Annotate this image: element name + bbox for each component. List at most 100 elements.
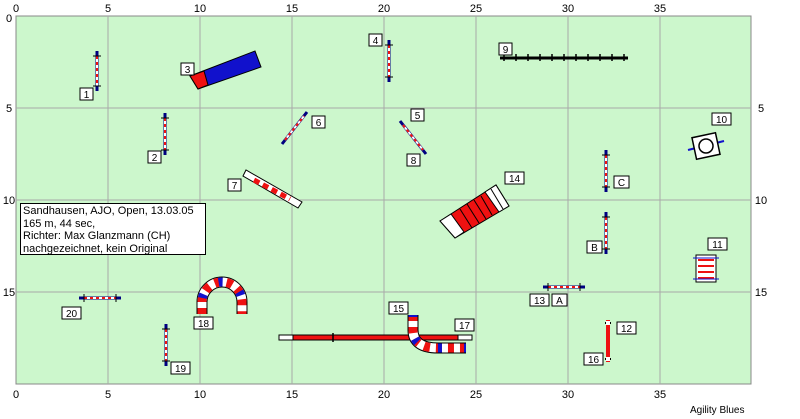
- tick-label: 10: [3, 195, 15, 207]
- label-box: [61, 306, 82, 320]
- tick-label: 15: [286, 3, 298, 15]
- label-box: [616, 321, 637, 335]
- tick-label: 20: [378, 3, 390, 15]
- obstacle-b-jump: [602, 212, 610, 254]
- tick-label: 15: [3, 287, 15, 299]
- tick-label: 5: [6, 103, 12, 115]
- obstacle-number: 12: [621, 324, 633, 335]
- obstacle-number: 5: [415, 111, 421, 122]
- obstacle-5-8-jump: [398, 120, 428, 155]
- obstacle-1-jump: [93, 51, 101, 91]
- obstacle-number: 8: [411, 156, 417, 167]
- obstacle-18-curved-tunnel: [196, 276, 248, 314]
- info-line: 165 m, 44 sec,: [23, 217, 96, 230]
- obstacle-12-16-jump: [605, 320, 611, 362]
- obstacle-number: 7: [232, 181, 238, 192]
- obstacle-11-long-jump: [693, 254, 719, 283]
- obstacle-number: 4: [373, 36, 379, 47]
- obstacle-9-weave-poles: [500, 54, 628, 61]
- label-box: [583, 352, 604, 366]
- obstacle-number: 17: [459, 321, 471, 332]
- obstacle-number: 14: [509, 174, 521, 185]
- info-line: Richter: Max Glanzmann (CH): [23, 230, 171, 243]
- label-box: [707, 237, 728, 251]
- obstacle-13-a-jump: [543, 283, 585, 291]
- obstacle-number: 13: [534, 296, 546, 307]
- obstacle-17-dog-walk: [278, 333, 473, 342]
- label-box: [410, 108, 425, 122]
- label-box: [170, 361, 191, 375]
- bottom-axis: 0 5 10 15 20 25 30 35: [13, 389, 666, 401]
- label-box: [180, 62, 195, 76]
- obstacle-2-jump: [161, 113, 169, 155]
- label-box: [368, 33, 383, 47]
- obstacle-number: 2: [152, 153, 158, 164]
- label-box: [147, 150, 162, 164]
- tick-label: 5: [758, 103, 764, 115]
- obstacle-19-jump: [162, 324, 170, 366]
- obstacle-6-jump: [280, 111, 309, 145]
- obstacle-15-curved-tunnel: [407, 315, 466, 354]
- label-box: [551, 293, 568, 307]
- tick-label: 0: [13, 3, 19, 15]
- course-info-box: Sandhausen, AJO, Open, 13.03.05 165 m, 4…: [20, 203, 206, 255]
- obstacle-7-jump: [242, 169, 303, 209]
- obstacle-c-jump: [602, 150, 610, 192]
- obstacle-number: 6: [316, 118, 322, 129]
- label-box: [193, 316, 214, 330]
- right-axis: 5 10 15: [755, 103, 767, 299]
- label-box: [586, 240, 603, 254]
- label-box: [406, 153, 421, 167]
- tick-label: 15: [286, 389, 298, 401]
- obstacle-letter: C: [618, 178, 625, 189]
- label-box: [711, 112, 732, 126]
- left-axis: 0 5 10 15: [3, 13, 15, 299]
- label-box: [454, 318, 475, 332]
- label-box: [529, 293, 550, 307]
- label-box: [388, 301, 409, 315]
- credit-label: Agility Blues: [690, 405, 745, 416]
- obstacle-number: 19: [175, 364, 187, 375]
- obstacle-number: 18: [198, 319, 210, 330]
- obstacle-20-jump: [79, 294, 121, 302]
- obstacle-10-table: [687, 131, 725, 161]
- info-line: nachgezeichnet, kein Original: [23, 242, 168, 255]
- tick-label: 15: [755, 287, 767, 299]
- tick-label: 25: [470, 389, 482, 401]
- obstacle-number: 15: [393, 304, 405, 315]
- info-line: Sandhausen, AJO, Open, 13.03.05: [23, 205, 194, 217]
- tick-label: 10: [194, 389, 206, 401]
- tick-label: 35: [654, 389, 666, 401]
- tick-label: 10: [194, 3, 206, 15]
- tick-label: 30: [562, 389, 574, 401]
- label-box: [504, 171, 525, 185]
- label-box: [79, 87, 94, 101]
- label-box: [311, 115, 326, 129]
- tick-label: 5: [105, 389, 111, 401]
- obstacle-number: 10: [716, 115, 728, 126]
- tick-label: 30: [562, 3, 574, 15]
- obstacle-number: 3: [185, 65, 191, 76]
- tick-label: 0: [6, 13, 12, 25]
- obstacle-number: 1: [84, 90, 90, 101]
- tick-label: 10: [755, 195, 767, 207]
- tick-label: 35: [654, 3, 666, 15]
- obstacle-number: 11: [712, 240, 723, 251]
- tick-label: 0: [13, 389, 19, 401]
- tick-label: 25: [470, 3, 482, 15]
- top-axis: 0 5 10 15 20 25 30 35: [13, 3, 666, 15]
- label-box: [498, 42, 513, 56]
- obstacle-letter: A: [556, 296, 563, 307]
- obstacle-number: 9: [503, 45, 509, 56]
- obstacle-number: 16: [588, 355, 600, 366]
- obstacle-letter: B: [591, 243, 598, 254]
- label-box: [613, 175, 630, 189]
- obstacle-number: 20: [66, 309, 78, 320]
- obstacle-14-a-frame: [439, 184, 510, 239]
- tick-label: 20: [378, 389, 390, 401]
- label-box: [227, 178, 242, 192]
- obstacle-4-jump: [385, 40, 393, 82]
- tick-label: 5: [105, 3, 111, 15]
- obstacle-3-tunnel: [189, 50, 262, 90]
